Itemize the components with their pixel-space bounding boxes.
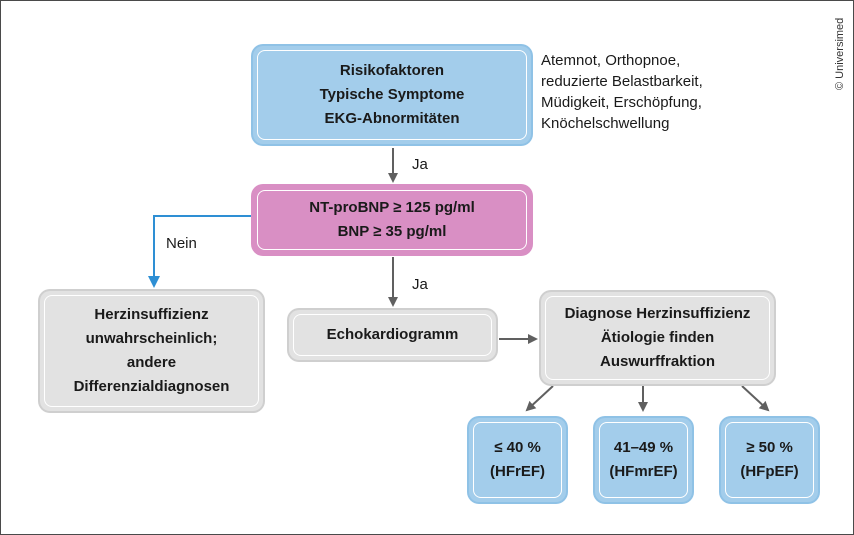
risk-line-2: Typische Symptome [319,86,465,103]
edge-label-yes-2: Ja [412,276,428,293]
hfref-line-2: (HFrEF) [490,463,545,480]
hfpef-line-1: ≥ 50 % [746,439,793,456]
echo-line-1: Echokardiogramm [326,326,459,343]
hfmref-line-1: 41–49 % [613,439,674,456]
diagnosis-line-2: Ätiologie finden [600,329,715,346]
hfpef-box: ≥ 50 % (HFpEF) [721,418,818,502]
hfref-line-1: ≤ 40 % [494,439,541,456]
hfref-box: ≤ 40 % (HFrEF) [469,418,566,502]
risk-line-1: Risikofaktoren [339,62,445,79]
heart-failure-unlikely-box: Herzinsuffizienz unwahrscheinlich; ander… [40,291,263,411]
risk-line-3: EKG-Abnormitäten [324,110,460,127]
ntprobnp-line-2: BNP ≥ 35 pg/ml [337,223,447,240]
unlikely-line-4: Differenzialdiagnosen [73,378,230,395]
risk-factors-box: Risikofaktoren Typische Symptome EKG-Abn… [253,46,531,144]
diagnosis-line-3: Auswurffraktion [599,353,715,370]
ntprobnp-line-1: NT-proBNP ≥ 125 pg/ml [309,199,475,216]
hfmref-line-2: (HFmrEF) [609,463,678,480]
arrow-diagnosis-to-hfref [525,385,554,412]
symptoms-line-4: Knöchelschwellung [541,115,670,132]
arrow-diagnosis-to-hfpef [741,385,770,412]
edge-label-no: Nein [166,235,197,252]
echocardiogram-box: Echokardiogramm [289,310,496,360]
unlikely-line-3: andere [126,354,177,371]
diagnosis-line-1: Diagnose Herzinsuffizienz [564,305,751,322]
symptoms-line-1: Atemnot, Orthopnoe, [541,52,681,69]
hfmref-box: 41–49 % (HFmrEF) [595,418,692,502]
hfpef-line-2: (HFpEF) [740,463,799,480]
arrow-ntprobnp-to-unlikely [148,215,253,288]
copyright-label: © Universimed [834,17,846,90]
symptoms-line-3: Müdigkeit, Erschöpfung, [541,94,702,111]
ntprobnp-box: NT-proBNP ≥ 125 pg/ml BNP ≥ 35 pg/ml [253,186,531,254]
symptoms-note: Atemnot, Orthopnoe, reduzierte Belastbar… [541,50,703,134]
unlikely-line-1: Herzinsuffizienz [94,306,209,323]
unlikely-line-2: unwahrscheinlich; [85,330,218,347]
edge-label-yes-1: Ja [412,156,428,173]
diagnosis-box: Diagnose Herzinsuffizienz Ätiologie find… [541,292,774,384]
symptoms-line-2: reduzierte Belastbarkeit, [541,73,703,90]
